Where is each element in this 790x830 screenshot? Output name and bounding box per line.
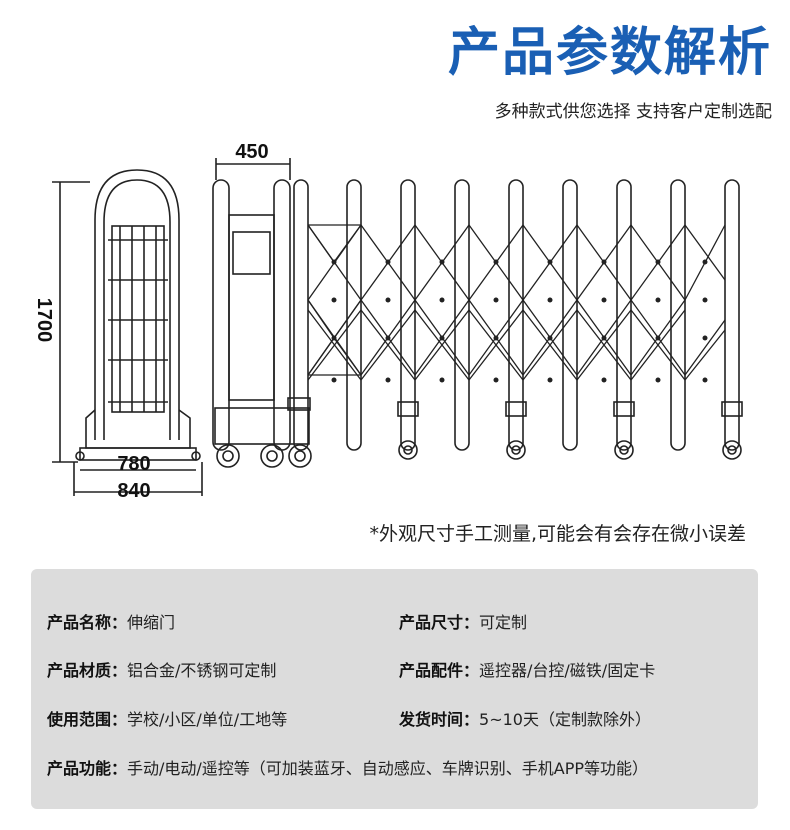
front-view-drawing <box>212 179 312 468</box>
spec-material-row: 产品材质：铝合金/不锈钢可定制 <box>47 657 276 681</box>
spec-label: 产品尺寸： <box>399 613 480 632</box>
spec-size-row: 产品尺寸：可定制 <box>399 609 527 633</box>
spec-label: 产品名称： <box>47 613 128 632</box>
spec-label: 产品功能： <box>47 759 128 778</box>
spec-delivery-row: 发货时间：5~10天（定制款除外） <box>399 706 651 730</box>
spec-scope-row: 使用范围：学校/小区/单位/工地等 <box>47 706 287 730</box>
spec-function-row: 产品功能：手动/电动/遥控等（可加装蓝牙、自动感应、车牌识别、手机APP等功能） <box>47 755 648 779</box>
measurement-disclaimer: *外观尺寸手工测量,可能会有会存在微小误差 <box>369 523 746 545</box>
spec-label: 产品配件： <box>399 661 480 680</box>
page-title: 产品参数解析 <box>447 23 772 83</box>
spec-label: 发货时间： <box>399 710 480 729</box>
spec-label: 使用范围： <box>47 710 128 729</box>
spec-value: 伸缩门 <box>127 613 176 632</box>
gate-posts <box>293 179 743 460</box>
dim-base-inner: 780 <box>117 453 150 475</box>
gate-dimension-diagram: 450 1700 780 840 <box>33 141 743 502</box>
spec-value: 学校/小区/单位/工地等 <box>127 710 288 729</box>
spec-panel: 产品名称：伸缩门 产品尺寸：可定制 产品材质：铝合金/不锈钢可定制 产品配件：遥… <box>31 569 758 809</box>
spec-value: 5~10天（定制款除外） <box>479 710 651 729</box>
spec-value: 手动/电动/遥控等（可加装蓝牙、自动感应、车牌识别、手机APP等功能） <box>127 759 649 778</box>
dim-width-top: 450 <box>235 141 268 163</box>
side-view-drawing <box>75 169 201 461</box>
spec-name-row: 产品名称：伸缩门 <box>47 609 175 633</box>
spec-label: 产品材质： <box>47 661 128 680</box>
spec-value: 铝合金/不锈钢可定制 <box>127 661 277 680</box>
dim-height-side: 1700 <box>33 298 55 343</box>
spec-value: 可定制 <box>479 613 528 632</box>
page-subtitle: 多种款式供您选择 支持客户定制选配 <box>494 102 772 122</box>
spec-accessories-row: 产品配件：遥控器/台控/磁铁/固定卡 <box>399 657 655 681</box>
dim-base-outer: 840 <box>117 480 150 502</box>
scissor-lattice <box>307 224 726 381</box>
lattice-pins <box>331 259 708 383</box>
spec-value: 遥控器/台控/磁铁/固定卡 <box>479 661 656 680</box>
